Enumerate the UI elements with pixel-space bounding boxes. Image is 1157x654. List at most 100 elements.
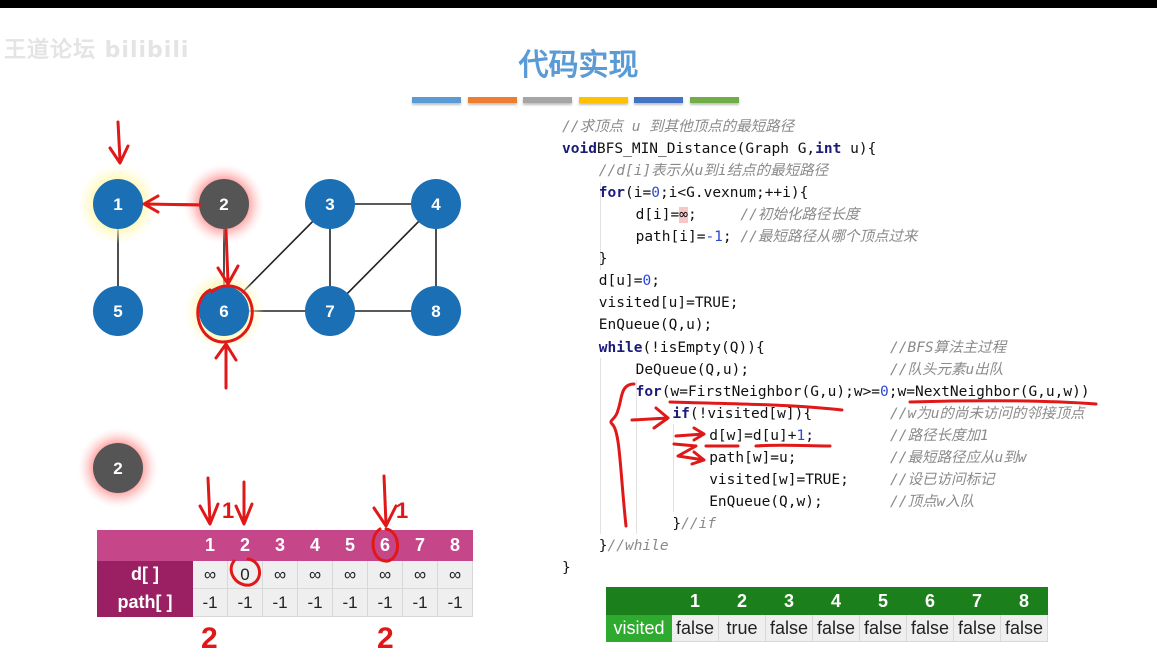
code-token: while [598,339,643,356]
node-label: 2 [113,459,122,478]
table-cell: -1 [332,588,368,617]
table-cell: ∞ [297,560,333,589]
node-7 [305,286,355,336]
header-cell: 4 [812,587,860,615]
node-label: 7 [325,302,334,321]
row-label: d[ ] [97,560,193,589]
table-cell: 0 [227,560,263,589]
row-label: visited [606,614,672,642]
node-label: 5 [113,302,122,321]
table-cell: ∞ [332,560,368,589]
code-token: EnQueue(Q,w); [709,493,823,510]
code-line: //d[i]表示从u到i结点的最短路径 [599,160,828,182]
table-cell: -1 [262,588,298,617]
table-cell: false [812,614,860,642]
table-row: d[ ]∞0∞∞∞∞∞∞ [97,560,473,589]
header-cell [97,530,193,561]
code-token: 0 [651,185,660,202]
table-cell: -1 [367,588,403,617]
code-line: path[i]=-1; //最短路径从哪个顶点过来 [636,226,918,248]
table-row: path[ ]-1-1-1-1-1-1-1-1 [97,588,473,617]
code-token: for [598,185,625,202]
table-cell: false [671,614,719,642]
code-token: ; [805,427,814,444]
color-bar [689,97,739,103]
node-4 [411,179,461,229]
table-cell: true [718,614,766,642]
node-8 [411,286,461,336]
table-cell: ∞ [402,560,438,589]
node-label: 3 [325,195,334,214]
header-cell: 2 [718,587,766,615]
code-line: }//while [599,535,669,557]
code-line: visited[u]=TRUE; [599,292,739,314]
code-token: (w=FirstNeighbor(G,u);w>= [661,383,881,400]
code-token: ; [687,207,741,224]
code-token: } [562,560,571,576]
code-token: void [562,141,597,158]
code-token: //初始化路径长度 [740,207,860,224]
code-token: DeQueue(Q,u); [635,361,750,378]
node-3 [305,179,355,229]
code-comment: //最短路径应从u到w [890,449,1027,466]
code-line: for(w=FirstNeighbor(G,u);w>=0;w=NextNeig… [636,381,1090,403]
code-token: int [815,141,842,158]
code-token: ∞ [679,207,688,224]
code-line: } [599,248,608,270]
node-label: 2 [219,195,228,214]
header-cell [606,587,672,615]
code-token: //求顶点 u 到其他顶点的最短路径 [562,119,795,135]
header-cell: 1 [671,587,719,615]
header-cell: 8 [437,530,473,561]
table-cell: ∞ [367,560,403,589]
code-token: } [598,251,608,268]
code-token: //最短路径从哪个顶点过来 [740,229,918,246]
header-cell: 5 [859,587,907,615]
table-cell: ∞ [437,560,473,589]
code-token: //if [681,515,717,532]
table-cell: false [859,614,907,642]
code-comment: //w为u的尚未访问的邻接顶点 [890,405,1085,422]
node-label: 8 [431,302,440,321]
table-cell: ∞ [192,560,228,589]
code-line: EnQueue(Q,w); [709,491,823,513]
code-comment: //顶点w入队 [890,493,975,510]
code-token: BFS_MIN_Distance(Graph G, [596,141,816,158]
header-cell: 2 [227,530,263,561]
top-bar [0,0,1157,8]
code-token: if [672,405,690,422]
watermark-logo: 王道论坛 bilibili [4,38,190,63]
code-token: //while [607,537,669,554]
node-2 [199,179,249,229]
table-cell: -1 [227,588,263,617]
code-token: visited[u]=TRUE; [598,295,739,312]
table-cell: false [953,614,1001,642]
node-label: 4 [431,195,441,214]
node-label: 6 [219,302,228,321]
code-token: 0 [642,273,652,290]
header-cell: 6 [906,587,954,615]
table-cell: -1 [437,588,473,617]
header-cell: 8 [1000,587,1048,615]
row-label: path[ ] [97,588,193,617]
color-bar [523,97,572,103]
code-token: path[i]= [635,229,706,246]
table-cell: -1 [192,588,228,617]
header-cell: 5 [332,530,368,561]
code-line: visited[w]=TRUE; [709,469,849,491]
table-cell: -1 [297,588,333,617]
code-token: -1 [705,229,723,246]
code-comment: //BFS算法主过程 [890,339,1007,356]
code-comment: //设已访问标记 [890,471,995,488]
code-token: } [672,515,682,532]
header-cell: 1 [192,530,228,561]
code-line: while(!isEmpty(Q)){ [599,337,765,359]
node-1 [93,179,143,229]
code-token: ; [651,273,660,290]
